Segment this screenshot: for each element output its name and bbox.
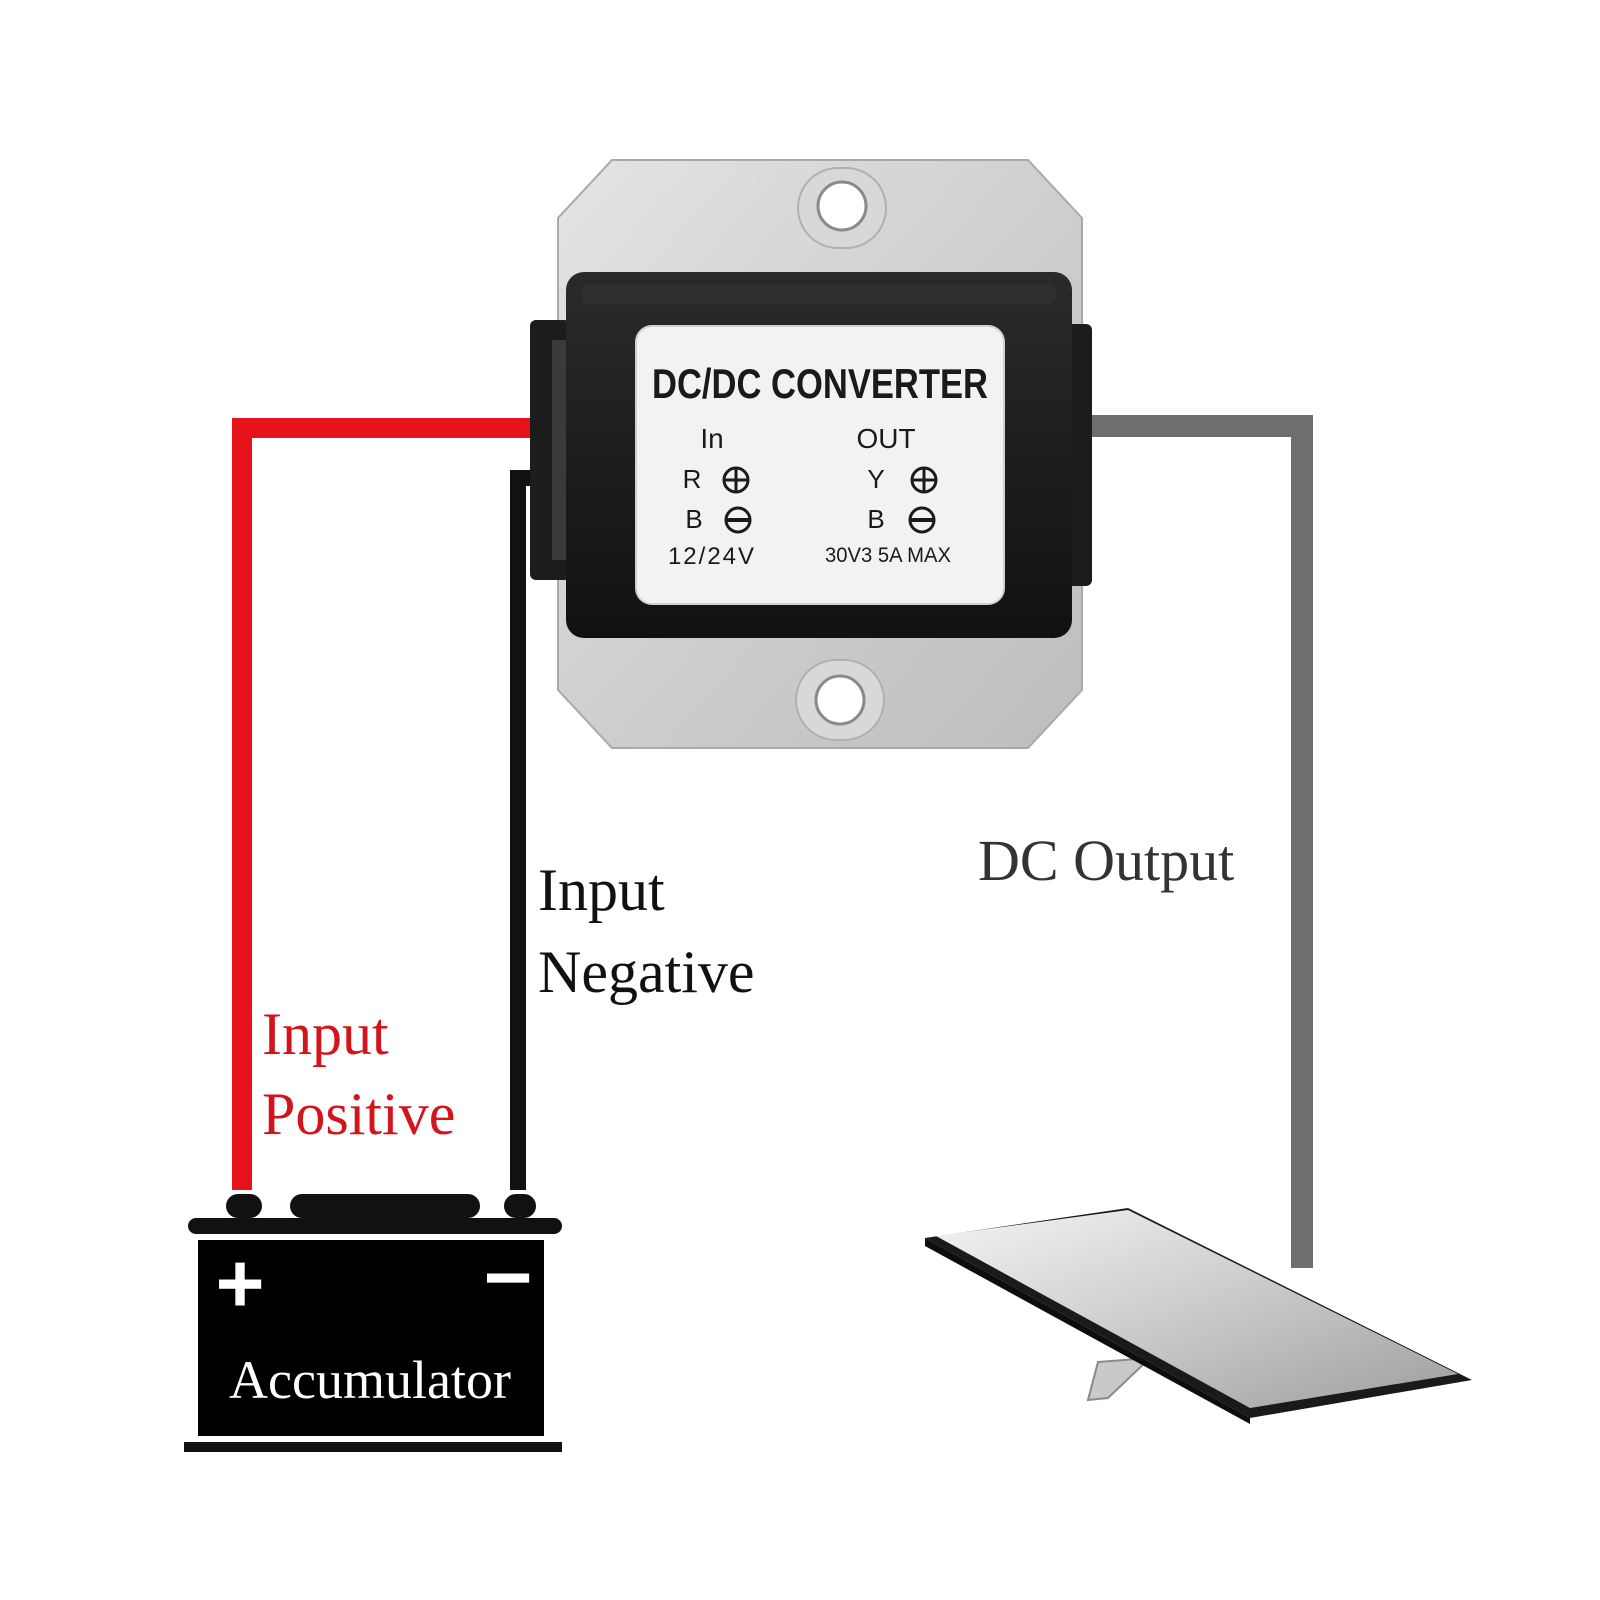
out-negative-screw-icon [908,506,936,534]
in-negative-screw-icon [724,506,752,534]
in-negative-letter: B [685,504,702,534]
input-positive-wire [232,418,540,1190]
out-negative-letter: B [867,504,884,534]
input-positive-label-line2: Positive [262,1081,455,1147]
dc-dc-converter: DC/DC CONVERTER In OUT R Y B B 12/24V 30… [530,159,1092,749]
accumulator-label: Accumulator [229,1350,511,1410]
converter-label [635,325,1005,605]
dc-load-device [925,1208,1472,1424]
out-positive-letter: Y [867,464,884,494]
battery-body [198,1240,544,1436]
dc-output-wire [1090,415,1313,1268]
device-stand [1086,1356,1153,1402]
plus-symbol: + [215,1236,264,1330]
battery-lid [188,1218,562,1234]
battery-top-bar [290,1194,480,1218]
in-positive-screw-icon [722,466,750,494]
converter-title: DC/DC CONVERTER [652,360,988,407]
positive-terminal [226,1194,262,1218]
top-mounting-hole [816,180,868,232]
out-header: OUT [856,423,915,454]
bottom-mounting-hole [814,674,866,726]
dc-output-label: DC Output [978,828,1234,893]
battery-base-line [184,1442,562,1452]
input-negative-wire [510,470,540,1190]
device-edge [925,1238,1250,1424]
output-rating: 30V3 5A MAX [825,544,951,567]
minus-symbol: − [483,1230,532,1324]
input-negative-label-line1: Input [538,857,665,923]
device-screen [936,1210,1458,1408]
input-positive-label-line1: Input [262,1001,389,1067]
accumulator-battery: + − Accumulator [184,1194,562,1452]
in-header: In [700,423,723,454]
out-positive-screw-icon [910,466,938,494]
input-negative-label-line2: Negative [538,939,755,1005]
input-rating: 12/24V [668,543,756,570]
negative-terminal [504,1194,536,1218]
in-positive-letter: R [683,464,702,494]
